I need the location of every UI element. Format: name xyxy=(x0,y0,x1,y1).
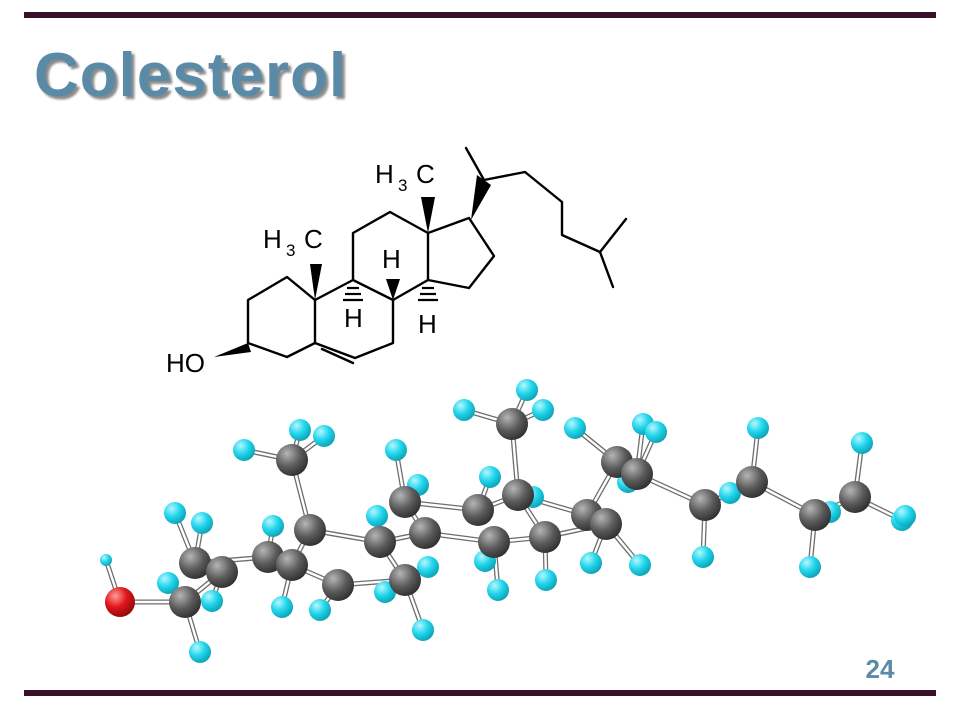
carbon-atom xyxy=(839,481,871,513)
top-rule xyxy=(24,12,936,18)
page-number: 24 xyxy=(865,654,895,684)
carbon-atom xyxy=(736,466,768,498)
hydrogen-atom xyxy=(412,619,434,641)
hydrogen-atom xyxy=(100,554,112,566)
hydrogen-atom xyxy=(535,569,557,591)
hydrogen-atom xyxy=(453,399,475,421)
carbon-atom xyxy=(389,564,421,596)
svg-text:3: 3 xyxy=(286,241,295,260)
hydrogen-atom xyxy=(164,502,186,524)
hydrogen-atom xyxy=(271,596,293,618)
carbon-atom xyxy=(529,521,561,553)
bottom-rule xyxy=(24,690,936,696)
svg-text:H: H xyxy=(375,159,394,189)
carbon-atom xyxy=(496,408,528,440)
hydrogen-atom xyxy=(747,417,769,439)
carbon-atom xyxy=(389,486,421,518)
carbon-atom xyxy=(799,499,831,531)
hydrogen-atom xyxy=(289,419,311,441)
hydrogen-atom xyxy=(532,399,554,421)
hydrogen-atom xyxy=(692,546,714,568)
hydrogen-atom xyxy=(894,505,916,527)
hydrogen-atom xyxy=(385,439,407,461)
hydrogen-atom xyxy=(580,552,602,574)
hydrogen-atom xyxy=(629,554,651,576)
carbon-atom xyxy=(409,517,441,549)
carbon-atom xyxy=(364,526,396,558)
carbon-atom xyxy=(206,556,238,588)
carbon-atom xyxy=(179,547,211,579)
hydrogen-atom xyxy=(564,417,586,439)
carbon-atom xyxy=(590,508,622,540)
hydrogen-label-mid: H xyxy=(344,303,363,333)
hydrogen-atom xyxy=(309,599,331,621)
hydrogen-atom xyxy=(191,512,213,534)
hydrogen-atom xyxy=(313,425,335,447)
hydrogen-atom xyxy=(487,579,509,601)
hydrogen-atom xyxy=(157,572,179,594)
carbon-atom xyxy=(462,494,494,526)
hydrogen-atom xyxy=(645,421,667,443)
methyl-label-lower: H 3 C xyxy=(263,224,323,260)
methyl-label-upper: H 3 C xyxy=(375,159,435,195)
carbon-atom xyxy=(276,549,308,581)
hydrogen-atom xyxy=(799,556,821,578)
carbon-atom xyxy=(169,586,201,618)
hydrogen-atom xyxy=(366,505,388,527)
hydrogen-atom xyxy=(262,515,284,537)
hydrogen-atom xyxy=(417,556,439,578)
svg-text:H: H xyxy=(263,224,282,254)
slide-title: Colesterol xyxy=(34,41,348,110)
hydrogen-atom xyxy=(233,439,255,461)
carbon-atom xyxy=(689,489,721,521)
hydrogen-atom xyxy=(201,590,223,612)
carbon-atom xyxy=(478,526,510,558)
svg-text:C: C xyxy=(416,159,435,189)
hydrogen-atom xyxy=(719,482,741,504)
carbon-atom xyxy=(621,458,653,490)
hydrogen-label-top: H xyxy=(382,244,401,274)
hydrogen-label-right: H xyxy=(418,309,437,339)
hydrogen-atom xyxy=(516,379,538,401)
oxygen-atom xyxy=(105,587,135,617)
hydrogen-atom xyxy=(479,466,501,488)
hydrogen-atom xyxy=(851,432,873,454)
carbon-atom xyxy=(276,444,308,476)
svg-text:3: 3 xyxy=(398,176,407,195)
svg-text:C: C xyxy=(304,224,323,254)
hydrogen-atom xyxy=(189,641,211,663)
carbon-atom xyxy=(294,514,326,546)
carbon-atom xyxy=(322,569,354,601)
hydroxyl-label: HO xyxy=(166,348,205,378)
carbon-atom xyxy=(502,479,534,511)
